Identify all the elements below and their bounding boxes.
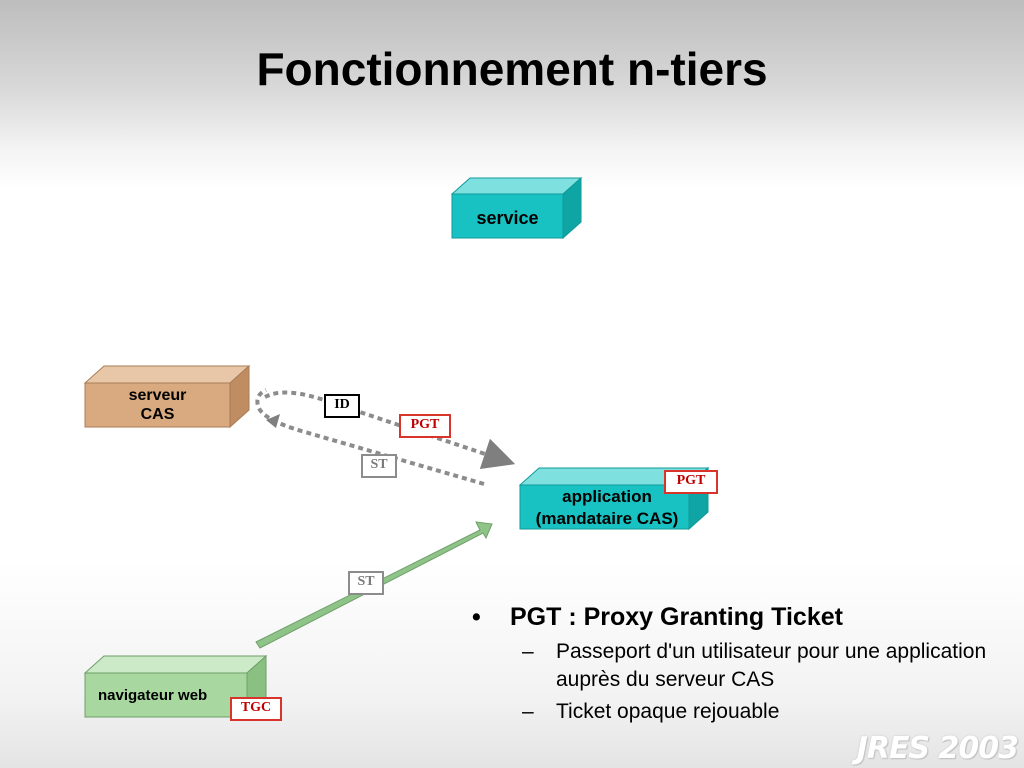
pgt-flow-ticket: PGT bbox=[399, 414, 451, 438]
tgc-ticket: TGC bbox=[230, 697, 282, 721]
pgt-dashed-arrow bbox=[264, 390, 516, 470]
service-label: service bbox=[476, 208, 539, 228]
cas-server-label-line2: CAS bbox=[140, 406, 175, 423]
bullet-sub-2: – Ticket opaque rejouable bbox=[470, 698, 990, 726]
st-dashed-arrow bbox=[255, 388, 485, 486]
bullet-sub-2-text: Ticket opaque rejouable bbox=[556, 700, 780, 723]
pgt-app-ticket: PGT bbox=[664, 470, 718, 494]
bullet-sub-1: – Passeport d'un utilisateur pour une ap… bbox=[470, 638, 990, 694]
slide-title: Fonctionnement n-tiers bbox=[256, 43, 768, 95]
st-lower-ticket: ST bbox=[348, 571, 384, 595]
st-arrow-head bbox=[266, 414, 280, 428]
application-box bbox=[518, 466, 710, 531]
bullet-main-text: PGT : Proxy Granting Ticket bbox=[510, 603, 843, 631]
service-box bbox=[450, 176, 583, 240]
bullet-dash: – bbox=[522, 700, 534, 723]
st-upper-ticket: ST bbox=[361, 454, 397, 478]
application-label-line1: application bbox=[562, 487, 652, 506]
application-label-line2: (mandataire CAS) bbox=[535, 509, 679, 528]
browser-label: navigateur web bbox=[98, 687, 208, 704]
bullet-dash: – bbox=[522, 640, 534, 663]
bullet-sub-1-text: Passeport d'un utilisateur pour une appl… bbox=[556, 640, 987, 691]
cas-server-label-line1: serveur bbox=[128, 387, 187, 404]
id-ticket: ID bbox=[324, 394, 360, 418]
cas-server-box bbox=[83, 364, 251, 429]
jres-watermark: JRES 2003 bbox=[856, 731, 1019, 766]
bullet-list: • PGT : Proxy Granting Ticket – Passepor… bbox=[470, 600, 990, 726]
bullet-dot: • bbox=[472, 603, 481, 631]
cas-server-label: serveur CAS bbox=[85, 386, 230, 424]
browser-box bbox=[83, 654, 268, 719]
bullet-main: • PGT : Proxy Granting Ticket bbox=[470, 600, 990, 634]
application-label: application (mandataire CAS) bbox=[512, 486, 702, 530]
